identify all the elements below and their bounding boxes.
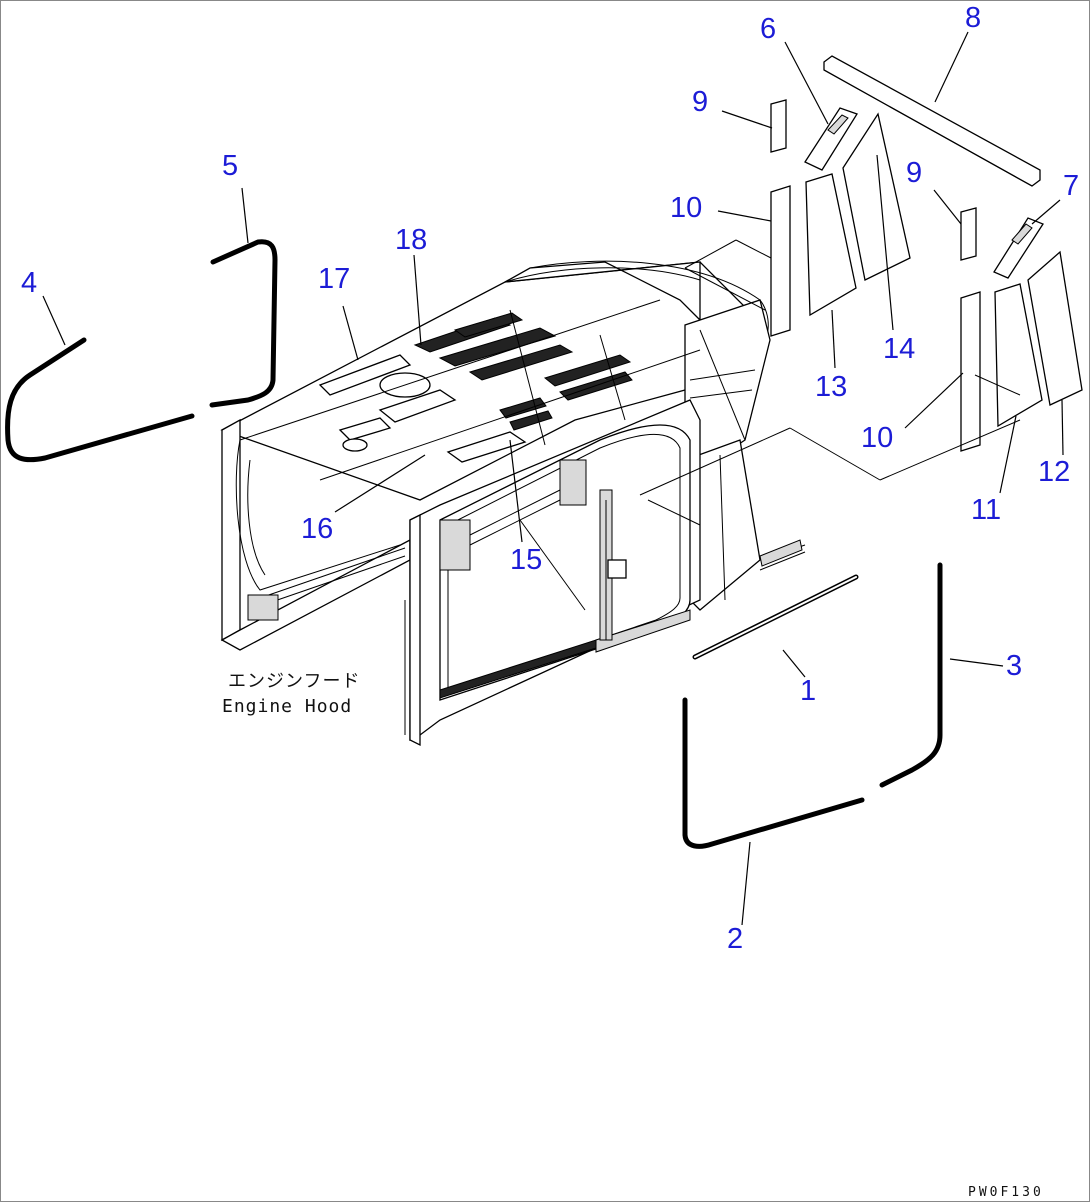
callout-14: 14 bbox=[883, 333, 915, 365]
caption-english: Engine Hood bbox=[222, 696, 352, 717]
callout-10-top: 10 bbox=[670, 192, 702, 224]
callout-10-right: 10 bbox=[861, 422, 893, 454]
part-10-strip-a bbox=[770, 185, 791, 337]
pad-parts bbox=[639, 55, 1083, 526]
part-9-block-b bbox=[960, 207, 977, 261]
callout-labels: 1 2 3 4 5 6 7 8 9 9 10 10 11 12 13 14 15… bbox=[21, 2, 1079, 955]
part-2-strip bbox=[682, 697, 865, 849]
callout-4: 4 bbox=[21, 267, 37, 299]
callout-15: 15 bbox=[510, 544, 542, 576]
callout-9-top: 9 bbox=[692, 86, 708, 118]
part-3-strip bbox=[879, 562, 943, 788]
callout-5: 5 bbox=[222, 150, 238, 182]
callout-12: 12 bbox=[1038, 456, 1070, 488]
part-12-pad bbox=[1027, 250, 1083, 406]
part-10-strip-b bbox=[960, 291, 981, 452]
callout-6: 6 bbox=[760, 13, 776, 45]
weatherstrip-parts bbox=[5, 239, 943, 849]
part-6-pad bbox=[804, 107, 858, 171]
part-4-strip bbox=[5, 337, 195, 463]
callout-3: 3 bbox=[1006, 650, 1022, 682]
callout-9-right: 9 bbox=[906, 157, 922, 189]
leader-lines bbox=[42, 31, 1064, 926]
part-5-strip bbox=[209, 239, 278, 408]
part-7-pad bbox=[993, 217, 1044, 279]
part-14-pad bbox=[842, 112, 911, 281]
callout-1: 1 bbox=[800, 675, 816, 707]
part-9-block-a bbox=[770, 99, 787, 153]
callout-16: 16 bbox=[301, 513, 333, 545]
callout-8: 8 bbox=[965, 2, 981, 34]
callout-7: 7 bbox=[1063, 170, 1079, 202]
callout-13: 13 bbox=[815, 371, 847, 403]
drawing-code: PW0F130 bbox=[968, 1185, 1044, 1200]
callout-18: 18 bbox=[395, 224, 427, 256]
engine-hood bbox=[220, 260, 806, 747]
callout-2: 2 bbox=[727, 923, 743, 955]
part-11-pad bbox=[994, 283, 1043, 428]
callout-11: 11 bbox=[971, 494, 1001, 526]
part-13-pad bbox=[805, 173, 857, 317]
caption-japanese: エンジンフード bbox=[228, 671, 360, 692]
callout-17: 17 bbox=[318, 263, 350, 295]
